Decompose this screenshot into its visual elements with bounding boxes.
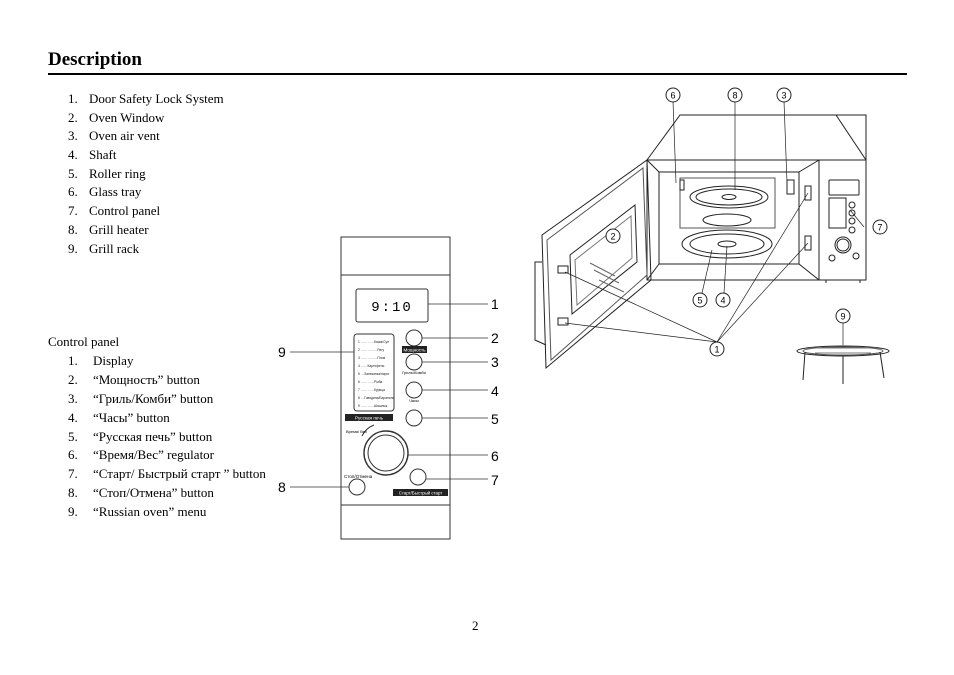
- oven-callout-7: 7: [877, 223, 882, 233]
- callout-7: 7: [491, 472, 499, 488]
- panel-leader-lines: [290, 303, 488, 488]
- list-item: 7.“Старт/ Быстрый старт ” button: [68, 466, 266, 482]
- menu-entries: 1…………Каша/Суп 2……………Рагу 3……………Плов 4……К…: [358, 340, 395, 408]
- oven-callout-8: 8: [732, 91, 737, 101]
- title-rule: [48, 73, 907, 75]
- list-item: 7.Control panel: [68, 203, 161, 219]
- callout-9: 9: [278, 344, 286, 360]
- panel-callouts: 1 2 3 4 5 6 7 8 9: [278, 296, 499, 495]
- control-panel-heading: Control panel: [48, 334, 120, 349]
- list-item: 8.Grill heater: [68, 221, 149, 237]
- display-window: [355, 288, 429, 323]
- list-item: 1.Door Safety Lock System: [68, 91, 224, 106]
- callout-1: 1: [491, 296, 499, 312]
- callout-6: 6: [491, 448, 499, 464]
- dial-arc-icon: [361, 424, 375, 437]
- list-item: 1.Display: [68, 353, 134, 368]
- russian-oven-menu: [353, 333, 395, 412]
- oven-callout-2: 2: [610, 232, 615, 242]
- list-item: 6.Glass tray: [68, 184, 142, 200]
- list-item: 2.Oven Window: [68, 109, 165, 125]
- time-weight-label: Время/ Вес: [346, 429, 367, 434]
- list-item: 6.“Время/Вес” regulator: [68, 447, 215, 463]
- parts-list: 1.Door Safety Lock System 2.Oven Window …: [48, 90, 224, 258]
- list-item: 9.“Russian oven” menu: [68, 504, 207, 520]
- panel-outline: [340, 236, 451, 540]
- oven-callout-4: 4: [720, 296, 725, 306]
- list-item: 2.“Мощность” button: [68, 371, 200, 387]
- list-item: 4.Shaft: [68, 147, 117, 163]
- clock-label: Часы: [409, 398, 419, 403]
- list-item: 4.“Часы” button: [68, 409, 170, 425]
- callout-4: 4: [491, 383, 499, 399]
- oven-callouts: 6 8 3 2 5 4 1 7 9: [605, 87, 888, 357]
- svg-text:3……………Плов: 3……………Плов: [358, 356, 385, 360]
- list-item: 9.Grill rack: [68, 240, 140, 256]
- callout-8: 8: [278, 479, 286, 495]
- callout-3: 3: [491, 354, 499, 370]
- list-item: 3.Oven air vent: [68, 128, 160, 144]
- control-panel-list: 1.Display 2.“Мощность” button 3.“Гриль/К…: [48, 352, 266, 522]
- svg-text:4……Картофель: 4……Картофель: [358, 364, 385, 368]
- oven-callout-5: 5: [697, 296, 702, 306]
- power-label-box: [402, 346, 427, 353]
- start-label-box: [393, 489, 448, 496]
- power-label: Мощность: [403, 348, 426, 353]
- oven-callout-9: 9: [840, 312, 845, 322]
- list-item: 3.“Гриль/Комби” button: [68, 390, 214, 406]
- svg-text:6…………Рыба: 6…………Рыба: [358, 380, 382, 384]
- svg-text:2……………Рагу: 2……………Рагу: [358, 348, 384, 352]
- time-weight-dial-inner: [367, 434, 405, 472]
- display-digits: 9:10: [371, 300, 413, 316]
- cabinet-top: [646, 114, 867, 161]
- oven-door: [541, 159, 652, 370]
- start-label: Старт/Быстрый старт: [399, 491, 443, 496]
- svg-text:9…………Шашлык: 9…………Шашлык: [358, 404, 388, 408]
- svg-text:8…Говядина/Баранина: 8…Говядина/Баранина: [358, 396, 395, 400]
- callout-5: 5: [491, 411, 499, 427]
- oven-callout-3: 3: [781, 91, 786, 101]
- russian-oven-label: Русская печь: [355, 416, 384, 421]
- list-item: 5.“Русская печь” button: [68, 428, 213, 444]
- list-item: 5.Roller ring: [68, 165, 146, 181]
- svg-text:7…………Курица: 7…………Курица: [358, 388, 385, 392]
- list-item: 8.“Стоп/Отмена” button: [68, 485, 214, 501]
- oven-callout-6: 6: [670, 91, 675, 101]
- time-weight-dial[interactable]: [363, 430, 409, 476]
- page-number: 2: [472, 618, 479, 633]
- oven-control-panel: [818, 159, 867, 281]
- callout-2: 2: [491, 330, 499, 346]
- svg-text:5…Запеканка/пирог: 5…Запеканка/пирог: [358, 372, 390, 376]
- stop-cancel-label: Стоп/Отмена: [344, 474, 373, 479]
- oven-window: [569, 204, 638, 316]
- svg-text:1…………Каша/Суп: 1…………Каша/Суп: [358, 340, 389, 344]
- russian-oven-label-box: [345, 414, 393, 421]
- oven-cavity: [658, 171, 800, 265]
- grill-combi-label: Гриль/Комби: [402, 370, 426, 375]
- start-button[interactable]: [409, 468, 427, 486]
- oven-callout-1: 1: [714, 345, 719, 355]
- oven-leader-lines: [564, 100, 865, 345]
- page-title: Description: [48, 49, 142, 70]
